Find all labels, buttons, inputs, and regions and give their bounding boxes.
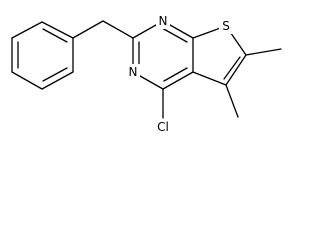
double-bond-inner bbox=[42, 28, 68, 43]
bond bbox=[162, 71, 194, 90]
methylene-linker bbox=[72, 20, 134, 39]
double-bond-inner bbox=[42, 67, 68, 82]
atom-label-cl: Cl bbox=[153, 119, 173, 135]
chemical-structure-diagram: N N S Cl bbox=[11, 13, 282, 135]
substituent-bonds bbox=[162, 48, 282, 119]
benzene-ring bbox=[11, 21, 74, 90]
nitrogen-label: N bbox=[159, 14, 168, 28]
sulfur-label: S bbox=[222, 19, 230, 33]
methyl-bond bbox=[245, 48, 282, 56]
double-bond-inner bbox=[163, 67, 188, 82]
methyl-bond bbox=[225, 84, 239, 118]
double-bond-inner bbox=[161, 27, 188, 43]
thiophene-ring bbox=[192, 25, 247, 86]
double-bond-inner bbox=[223, 56, 241, 80]
atom-label-n-left: N bbox=[126, 64, 140, 80]
bond bbox=[11, 71, 43, 90]
bond bbox=[41, 21, 74, 39]
nitrogen-label: N bbox=[129, 65, 138, 79]
bond bbox=[11, 21, 43, 39]
bond bbox=[41, 71, 74, 90]
atom-label-n-top: N bbox=[156, 13, 170, 29]
bond bbox=[102, 20, 134, 39]
atom-label-s: S bbox=[219, 18, 233, 34]
bond bbox=[72, 20, 104, 39]
chlorine-label: Cl bbox=[157, 120, 169, 134]
bond bbox=[192, 71, 227, 86]
pyrimidine-ring bbox=[132, 20, 194, 90]
bond bbox=[225, 54, 247, 86]
